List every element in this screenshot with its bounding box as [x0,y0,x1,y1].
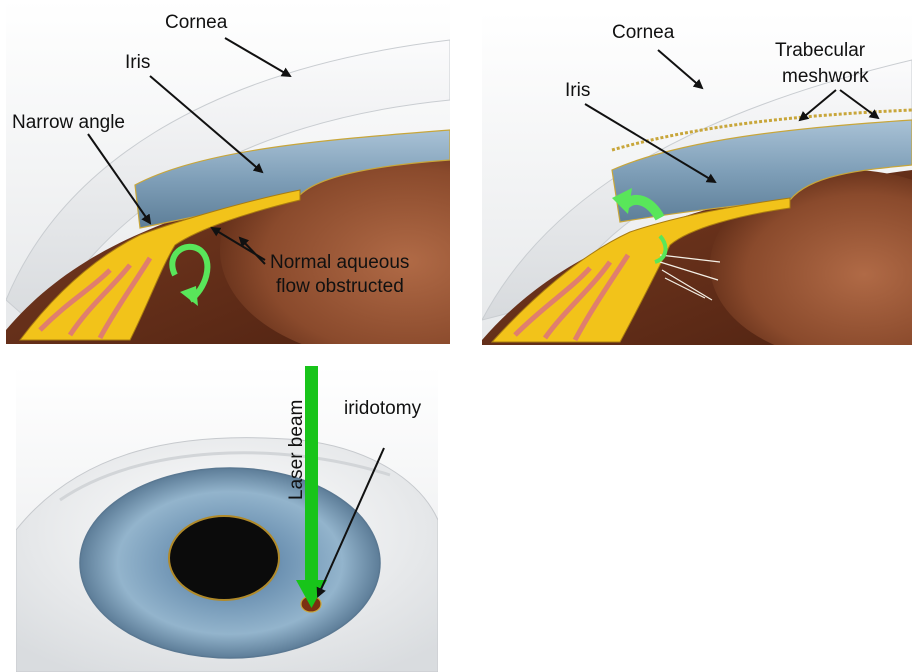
cornea-label: Cornea [165,12,228,33]
iris-label: Iris [125,52,150,73]
narrow-angle-label: Narrow angle [12,112,125,133]
trabecular-label-line2: meshwork [782,66,869,87]
panel-narrow-angle: Cornea Iris Narrow angle Normal aqueous … [6,0,560,360]
laser-beam-label: Laser beam [286,400,307,500]
iridotomy-label: iridotomy [344,398,422,419]
pupil [169,516,279,600]
trabecular-label-line1: Trabecular [775,40,866,61]
cornea-label: Cornea [612,22,675,43]
panel-open-angle: Cornea Trabecular meshwork Iris [482,12,914,360]
flow-label-line1: Normal aqueous [270,252,409,273]
iris-label: Iris [565,80,590,101]
panel-laser-iridotomy: Laser beam iridotomy [16,366,438,672]
flow-label-line2: flow obstructed [276,276,404,297]
